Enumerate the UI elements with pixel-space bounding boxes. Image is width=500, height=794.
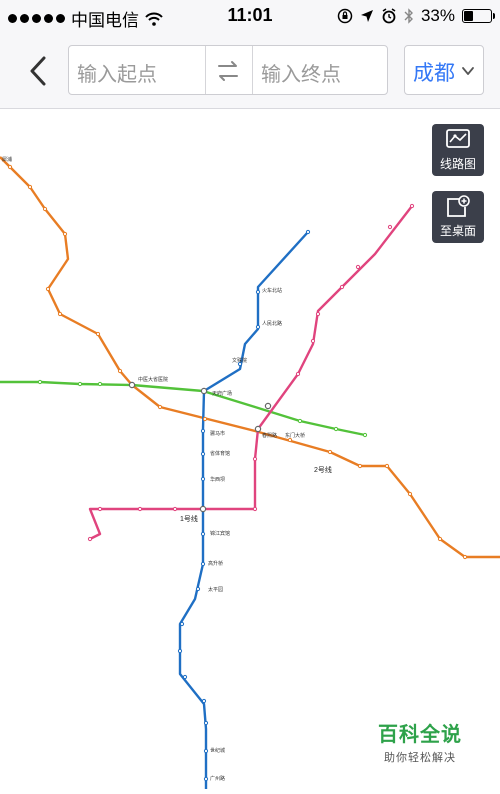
station-label: 人民北路	[262, 320, 282, 327]
line2-path	[0, 156, 500, 559]
status-time: 11:01	[227, 5, 273, 25]
bluetooth-icon	[404, 8, 413, 24]
battery-icon	[462, 9, 495, 23]
line4-path	[0, 380, 366, 437]
station-label: 火车北站	[262, 287, 282, 294]
watermark-subtitle: 助你轻松解决	[384, 752, 456, 764]
station-label: 广州路	[210, 775, 225, 782]
end-point-input[interactable]: 输入终点	[261, 64, 341, 86]
city-name: 成都	[413, 62, 455, 85]
metro-map[interactable]: 天府广场 骡马市 人民北路 春熙路 东门大桥 省体育馆 华西坝 火车北站 中医大…	[0, 109, 500, 789]
line1-stations	[177, 229, 311, 782]
back-arrow-icon[interactable]	[24, 54, 54, 88]
station-label: 文殊院	[232, 357, 247, 364]
swap-icon[interactable]	[214, 58, 242, 84]
line3-stations	[87, 203, 415, 542]
divider	[205, 46, 206, 94]
route-input-box: 输入起点 输入终点	[68, 45, 388, 95]
watermark-logo: 百科全说 助你轻松解决	[365, 718, 475, 765]
line2-label: 2号线	[314, 465, 332, 474]
station-label: 世纪城	[210, 747, 225, 754]
station-label: 东门大桥	[285, 432, 305, 439]
signal-icon	[8, 14, 65, 23]
line2-stations	[7, 164, 468, 560]
line1-path	[178, 231, 309, 789]
watermark-title: 百科全说	[378, 724, 462, 746]
station-label: 天府广场	[212, 390, 232, 397]
wifi-icon	[145, 12, 163, 26]
status-bar: 中国电信 11:01 33%	[0, 0, 500, 34]
city-selector[interactable]: 成都	[404, 45, 484, 95]
status-left: 中国电信	[8, 6, 163, 31]
line4-stations	[37, 379, 368, 438]
map-icon	[446, 129, 470, 148]
station-label: 犀浦	[2, 156, 12, 163]
station-label: 骡马市	[210, 430, 225, 437]
location-icon	[360, 10, 373, 22]
divider	[252, 46, 253, 94]
station-label: 春熙路	[262, 432, 277, 439]
navigation-bar: 输入起点 输入终点 成都	[0, 34, 500, 109]
add-to-desktop-button[interactable]: 至桌面	[432, 191, 484, 243]
line1-label: 1号线	[180, 514, 198, 523]
line3-path	[88, 205, 413, 541]
station-label: 省体育馆	[210, 450, 230, 457]
station-label: 华西坝	[210, 476, 225, 483]
rotation-lock-icon	[337, 8, 353, 24]
station-label: 太平园	[208, 586, 223, 593]
add-to-desktop-icon	[447, 195, 470, 217]
station-label: 高升桥	[208, 560, 223, 567]
status-right: 33%	[337, 6, 495, 26]
route-map-button[interactable]: 线路图	[432, 124, 484, 176]
to-desktop-label: 至桌面	[439, 224, 476, 238]
battery-percent: 33%	[420, 6, 455, 25]
route-map-label: 线路图	[439, 157, 476, 171]
interchange-stations	[128, 381, 272, 513]
chevron-down-icon	[462, 67, 474, 75]
station-label: 锦江宾馆	[210, 530, 230, 537]
carrier-name: 中国电信	[71, 11, 139, 30]
metro-map-svg: 天府广场 骡马市 人民北路 春熙路 东门大桥 省体育馆 华西坝 火车北站 中医大…	[0, 156, 500, 789]
alarm-icon	[382, 8, 396, 24]
station-label: 中医大省医院	[138, 376, 168, 383]
start-point-input[interactable]: 输入起点	[77, 64, 157, 86]
